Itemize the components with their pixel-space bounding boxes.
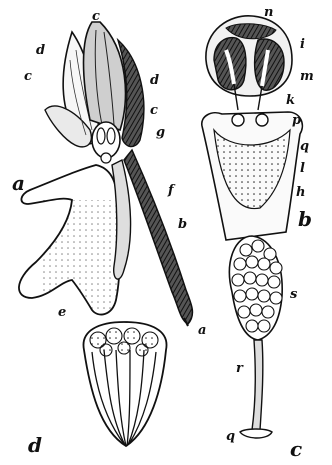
figure-c-pollinium: s r q c [226,236,302,461]
label-b: b [178,217,187,232]
label-c-right: c [150,103,158,118]
label-e: e [58,305,66,320]
label-m: m [300,69,314,84]
label-g: g [156,125,165,140]
label-q-c: q [226,429,235,444]
label-l: l [300,161,305,176]
label-r: r [236,361,244,376]
label-k: k [286,93,295,108]
label-c-left: c [24,69,32,84]
label-d-left: d [36,43,45,58]
figure-b-column-section: n i m k p q l h b [202,5,314,240]
figure-d-capsule: d [28,322,167,457]
label-n: n [264,5,273,20]
figure-a-letter: a [12,171,25,195]
caudicle [252,340,263,430]
label-q: q [300,139,309,154]
label-c-top: c [92,9,100,24]
label-i: i [300,37,305,52]
figure-a-flower: c d c d c g f b e a a [12,9,206,338]
figure-c-letter: c [290,437,302,461]
label-p: p [292,113,301,128]
figure-b-letter: b [298,207,312,231]
label-d-right: d [150,73,159,88]
label-s: s [290,287,298,302]
label-a-tip: a [198,323,206,338]
label-h: h [296,185,305,200]
ovary-stalk [124,150,192,324]
figure-d-letter: d [28,433,42,457]
gland [240,429,272,438]
label-f: f [167,183,176,198]
